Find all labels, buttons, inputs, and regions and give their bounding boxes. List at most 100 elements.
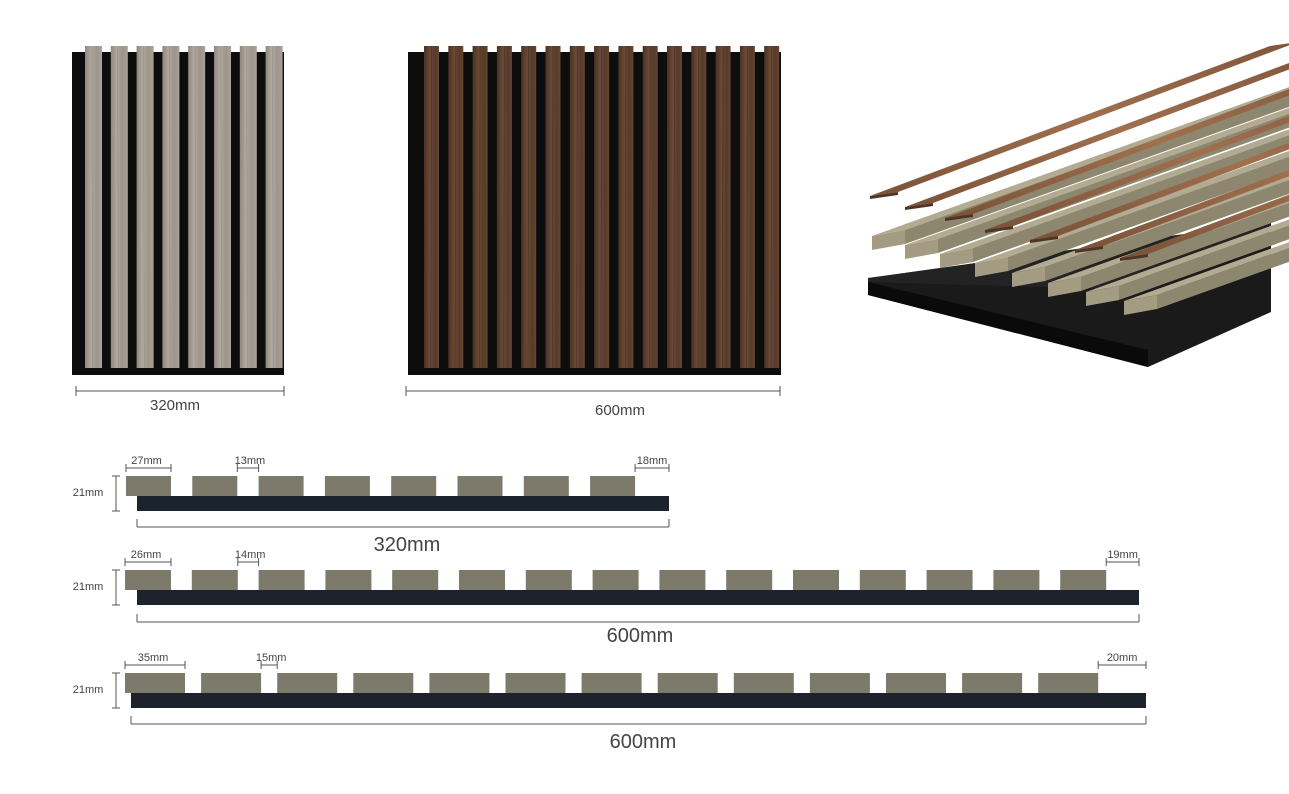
- walnut-slat: [739, 46, 755, 368]
- iso-veneer-strip-edge: [1120, 254, 1148, 261]
- profile-felt-backer: [131, 693, 1146, 708]
- iso-slat-front: [1048, 277, 1081, 297]
- slat-width-label: 27mm: [131, 455, 162, 467]
- profile-slat: [126, 476, 171, 496]
- profile-slat: [353, 673, 414, 693]
- walnut-panel-dimension: 600mm: [405, 386, 781, 419]
- iso-slat-top: [872, 87, 1289, 236]
- walnut-slat-grain: [746, 45, 748, 369]
- iso-slat-side: [1081, 202, 1289, 291]
- profile-felt-backer: [137, 496, 669, 511]
- walnut-slat: [521, 46, 537, 368]
- walnut-slat-grain: [697, 45, 700, 369]
- profile-slat: [191, 570, 238, 590]
- grey-panel: [72, 45, 284, 375]
- exploded-layers-view: [868, 43, 1289, 367]
- total-width-label: 600mm: [607, 625, 674, 647]
- profile-slat: [926, 570, 973, 590]
- walnut-slat-grain: [527, 45, 530, 369]
- profile-slat: [125, 673, 185, 693]
- grey-slat: [265, 46, 283, 368]
- thickness-label: 21mm: [73, 581, 104, 593]
- walnut-slat-grain: [600, 45, 602, 369]
- iso-slat-side: [1157, 247, 1289, 309]
- walnut-slat-grain: [551, 45, 554, 369]
- grey-slat: [188, 46, 206, 368]
- iso-veneer-strip-edge: [945, 214, 973, 221]
- iso-veneer-strip: [870, 43, 1289, 196]
- walnut-slat: [424, 46, 439, 368]
- profile-slat: [525, 570, 572, 590]
- walnut-slat: [545, 46, 561, 368]
- iso-veneer-strip: [945, 89, 1289, 218]
- grey-slat-grain: [194, 45, 197, 369]
- walnut-slat: [569, 46, 585, 368]
- iso-veneer-strip-edge: [1030, 236, 1058, 243]
- total-width-label: 600mm: [610, 731, 677, 753]
- profile-slat: [793, 570, 839, 590]
- walnut-slat: [594, 46, 610, 368]
- iso-slat-front: [872, 230, 905, 250]
- grey-slat: [85, 46, 102, 368]
- edge-label: 20mm: [1107, 652, 1138, 664]
- walnut-slat-grain: [722, 45, 724, 369]
- walnut-slat: [667, 46, 682, 368]
- iso-veneer-strip: [1075, 169, 1289, 250]
- slat-width-label: 35mm: [138, 652, 169, 664]
- walnut-slat-grain: [479, 45, 481, 369]
- iso-slat-top: [1086, 219, 1289, 292]
- profile-slat: [505, 673, 566, 693]
- walnut-slat: [715, 46, 731, 368]
- profile-slat: [201, 673, 262, 693]
- grey-slat: [110, 46, 128, 368]
- edge-label: 19mm: [1107, 549, 1138, 561]
- iso-slat-side: [1008, 156, 1289, 271]
- profile-slat: [962, 673, 1023, 693]
- walnut-panel-slats: [424, 45, 780, 369]
- iso-slat-top: [1124, 242, 1289, 301]
- grey-slat-grain: [91, 45, 93, 369]
- profile-felt-backer: [137, 590, 1139, 605]
- profile-slat: [581, 673, 642, 693]
- walnut-slat-grain: [430, 45, 432, 369]
- edge-label: 18mm: [637, 455, 668, 467]
- profile-slat: [733, 673, 794, 693]
- iso-slat-top: [940, 129, 1289, 254]
- grey-slat: [136, 46, 154, 368]
- iso-veneer-strip: [905, 63, 1289, 207]
- walnut-slat-grain: [770, 45, 773, 369]
- iso-slat-front: [1124, 295, 1157, 315]
- iso-slat-front: [940, 248, 973, 268]
- iso-veneer-strip-edge: [1075, 246, 1103, 253]
- grey-slat-grain: [143, 45, 145, 369]
- profile-slat: [886, 673, 946, 693]
- grey-slat-grain: [117, 45, 119, 369]
- profile-slat: [592, 570, 639, 590]
- walnut-slat-grain: [649, 45, 651, 369]
- iso-veneer-strip-edge: [870, 192, 898, 199]
- grey-slat-grain: [272, 45, 274, 369]
- profile-slat: [192, 476, 238, 496]
- iso-veneer-strip: [985, 116, 1289, 230]
- walnut-slat: [472, 46, 488, 368]
- iso-slat-side: [973, 135, 1289, 262]
- profile-slat: [258, 476, 304, 496]
- profile-slat: [590, 476, 636, 496]
- profile-slat: [726, 570, 773, 590]
- walnut-slat: [642, 46, 658, 368]
- walnut-slat: [691, 46, 707, 368]
- walnut-slat-grain: [673, 45, 675, 369]
- profile-slat: [657, 673, 718, 693]
- walnut-panel-width-label: 600mm: [595, 402, 645, 419]
- thickness-label: 21mm: [73, 684, 104, 696]
- profile-slat: [809, 673, 870, 693]
- profile-slat: [125, 570, 171, 590]
- walnut-slat-grain: [576, 45, 578, 369]
- walnut-panel: [408, 45, 781, 375]
- profile-slat: [993, 570, 1040, 590]
- profile-slat: [457, 476, 503, 496]
- exploded-veneer-layer: [870, 43, 1289, 261]
